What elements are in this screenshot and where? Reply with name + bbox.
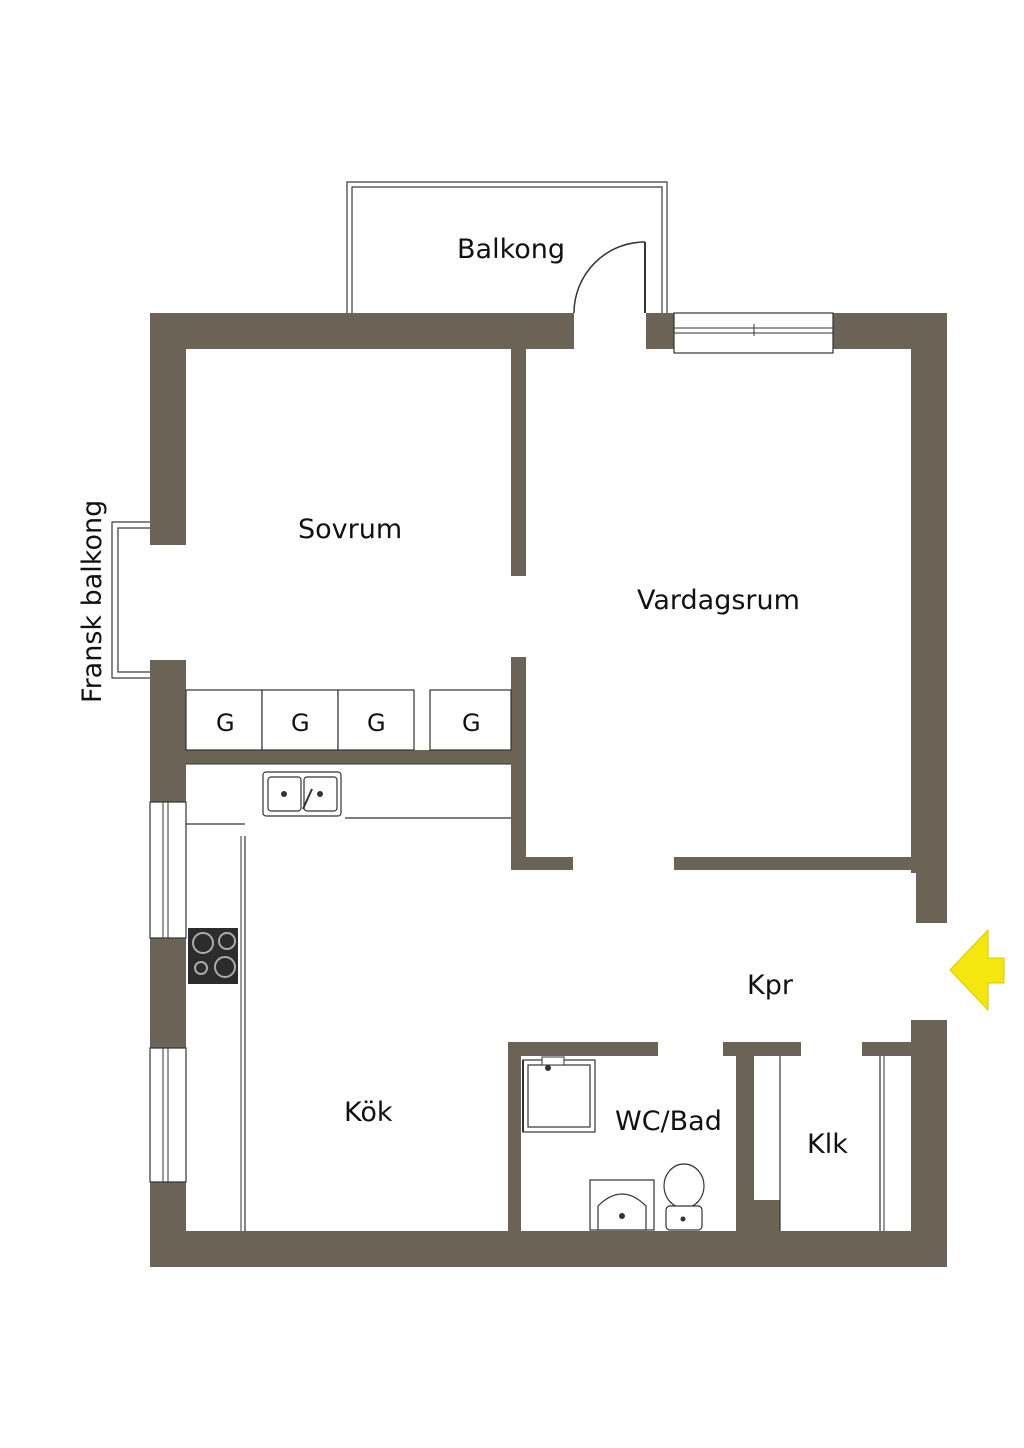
wardrobes bbox=[185, 689, 512, 751]
toilet-icon bbox=[663, 1163, 705, 1231]
living-room-window bbox=[673, 312, 834, 354]
room-label-vardagsrum: Vardagsrum bbox=[637, 585, 800, 616]
room-label-balkong: Balkong bbox=[457, 234, 565, 265]
balcony-door bbox=[573, 241, 646, 314]
double-sink-icon bbox=[262, 771, 342, 817]
room-label-klk: Klk bbox=[807, 1129, 848, 1160]
closet-shelves bbox=[779, 1056, 885, 1231]
kitchen-counters bbox=[186, 763, 511, 1231]
room-label-kok: Kök bbox=[344, 1097, 393, 1128]
room-label-kpr: Kpr bbox=[747, 970, 794, 1001]
room-label-sovrum: Sovrum bbox=[298, 514, 402, 545]
wardrobe-label: G bbox=[291, 709, 310, 737]
wardrobe-label: G bbox=[367, 709, 386, 737]
wardrobe-label: G bbox=[216, 709, 235, 737]
balcony-outline bbox=[346, 181, 668, 313]
entrance-arrow-icon bbox=[949, 928, 1005, 1012]
shower-icon bbox=[522, 1056, 596, 1133]
kitchen-windows bbox=[149, 801, 187, 1183]
room-label-wc-bad: WC/Bad bbox=[615, 1106, 722, 1137]
washbasin-icon bbox=[589, 1179, 655, 1231]
room-label-fransk-balkong: Fransk balkong bbox=[77, 500, 108, 703]
wardrobe-label: G bbox=[462, 709, 481, 737]
interior-walls bbox=[186, 349, 916, 1231]
cooktop-icon bbox=[188, 928, 238, 984]
exterior-walls bbox=[150, 313, 947, 1267]
french-balcony-railing bbox=[111, 521, 150, 679]
